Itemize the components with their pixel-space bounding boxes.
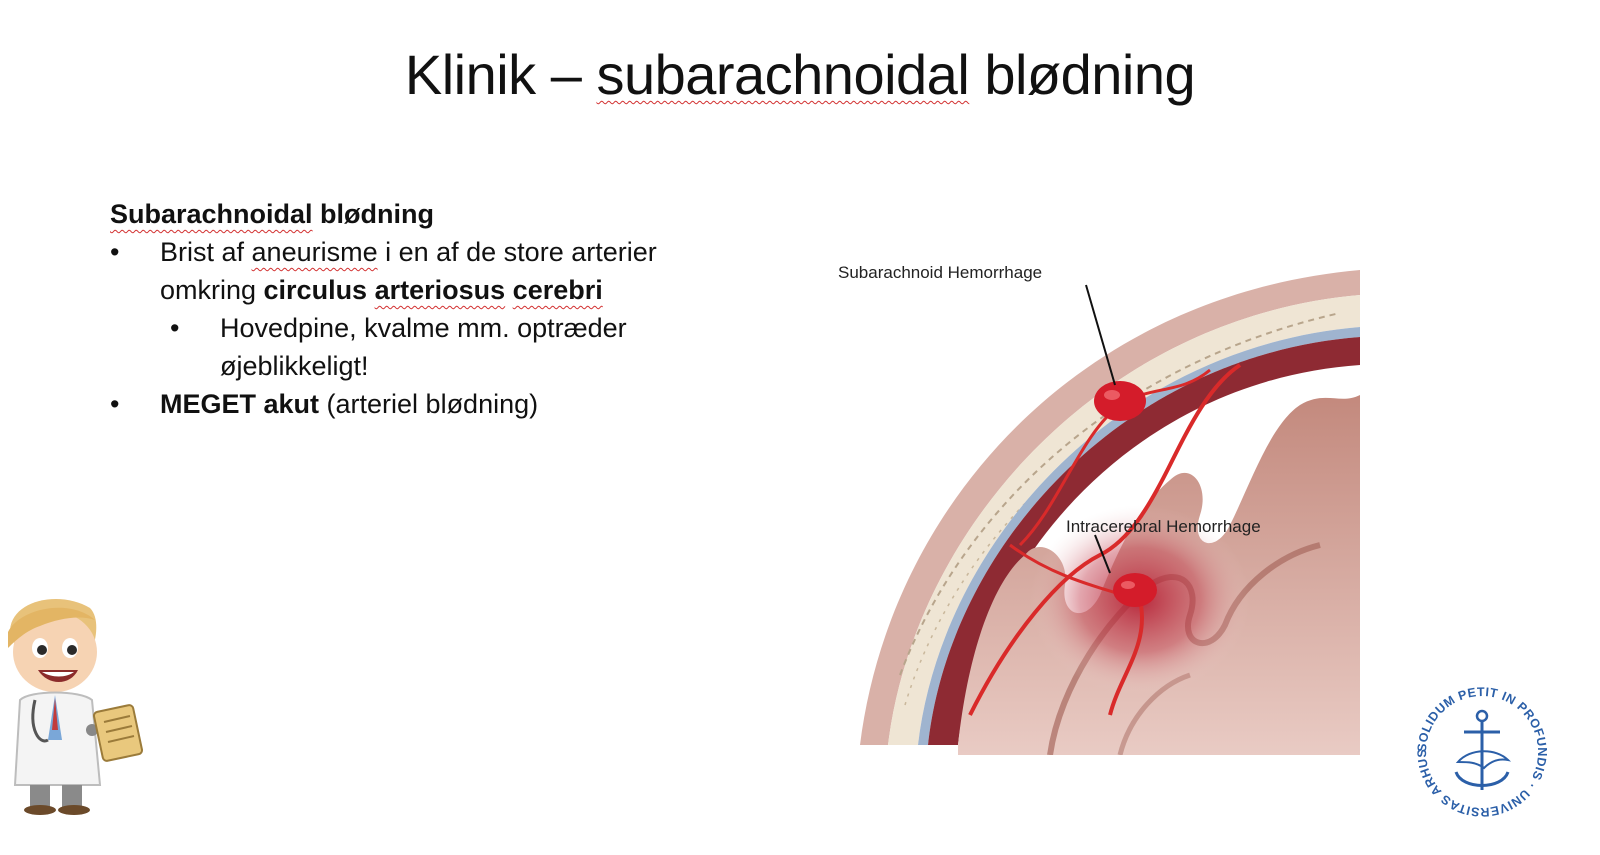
title-word-subarachnoidal: subarachnoidal bbox=[596, 43, 970, 106]
sub-bullet-line-1: Hovedpine, kvalme mm. optræder bbox=[220, 313, 627, 343]
bullet-1-word-cerebri: cerebri bbox=[512, 275, 603, 305]
doctor-cartoon bbox=[0, 590, 150, 815]
section-heading: Subarachnoidal blødning bbox=[110, 195, 730, 233]
heading-word-subarachnoidal: Subarachnoidal bbox=[110, 199, 313, 229]
space bbox=[505, 275, 513, 305]
bullet-2-text: MEGET akut (arteriel blødning) bbox=[160, 385, 730, 423]
label-subarachnoid-hemorrhage: Subarachnoid Hemorrhage bbox=[838, 263, 1043, 282]
bullet-dot: • bbox=[110, 389, 120, 419]
title-prefix: Klinik – bbox=[404, 43, 597, 106]
space bbox=[367, 275, 375, 305]
sub-bullet-line-2: øjeblikkeligt! bbox=[220, 351, 369, 381]
bullet-item-2: • MEGET akut (arteriel blødning) bbox=[110, 385, 730, 423]
university-seal: SOLIDUM PETIT IN PROFUNDIS · UNIVERSITAS… bbox=[1407, 671, 1552, 822]
bullet-dot: • bbox=[110, 237, 120, 267]
sub-bullet-text: Hovedpine, kvalme mm. optræder øjeblikke… bbox=[220, 309, 730, 385]
bullet-1-word-circulus: circulus bbox=[263, 275, 368, 305]
sub-bullet-item: • Hovedpine, kvalme mm. optræder øjeblik… bbox=[110, 309, 730, 385]
bullet-1-text: Brist af aneurisme i en af de store arte… bbox=[160, 233, 730, 309]
bullet-1-word-arteriosus: arteriosus bbox=[374, 275, 506, 305]
bullet-item-1: • Brist af aneurisme i en af de store ar… bbox=[110, 233, 730, 309]
bullet-2-rest: (arteriel blødning) bbox=[319, 389, 539, 419]
label-intracerebral-hemorrhage: Intracerebral Hemorrhage bbox=[1066, 517, 1261, 536]
bullet-1-text-omkring: omkring bbox=[160, 275, 264, 305]
hemorrhage-illustration: Subarachnoid Hemorrhage Intracerebral He… bbox=[820, 255, 1380, 756]
bullet-1-text-c: i en af de store arterier bbox=[377, 237, 657, 267]
heading-word-blodning: blødning bbox=[312, 199, 435, 229]
slide-body: Subarachnoidal blødning • Brist af aneur… bbox=[110, 195, 730, 423]
slide-title: Klinik – subarachnoidal blødning bbox=[0, 42, 1600, 107]
title-word-blodning: blødning bbox=[969, 43, 1196, 106]
doctor-icon bbox=[8, 599, 144, 815]
bullet-1-text-a: Brist af bbox=[160, 237, 252, 267]
brain-cross-section-icon bbox=[820, 255, 1380, 756]
bullet-1-word-aneurisme: aneurisme bbox=[251, 237, 378, 267]
bullet-2-bold: MEGET akut bbox=[160, 389, 320, 419]
anchor-seal-icon: SOLIDUM PETIT IN PROFUNDIS · UNIVERSITAS… bbox=[1407, 671, 1548, 819]
bullet-dot: • bbox=[170, 313, 180, 343]
